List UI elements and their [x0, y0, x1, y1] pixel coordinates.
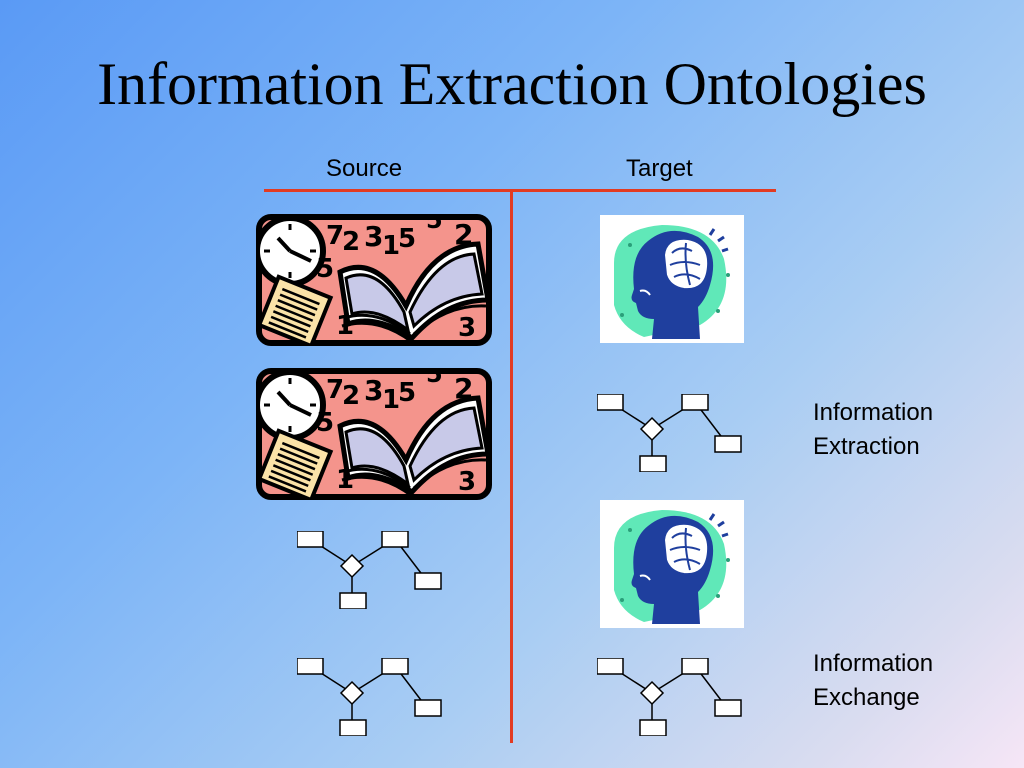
human-head-icon	[600, 500, 744, 628]
source-column-header: Source	[326, 155, 403, 182]
label-line: Exchange	[813, 684, 920, 711]
ontology-diagram-icon	[597, 658, 742, 736]
document-clipart-icon	[256, 368, 492, 500]
human-head-icon	[600, 215, 744, 343]
target-column-header: Target	[626, 155, 693, 182]
column-divider-line	[510, 190, 513, 743]
label-line: Information	[813, 399, 934, 426]
document-clipart-icon	[256, 214, 492, 346]
label-line: Information	[813, 650, 934, 677]
ontology-diagram-icon	[597, 394, 742, 472]
header-divider-line	[264, 189, 776, 192]
information-extraction-label: Information Extraction	[813, 396, 933, 464]
information-exchange-label: Information Exchange	[813, 647, 933, 715]
ontology-diagram-icon	[297, 531, 442, 609]
ontology-diagram-icon	[297, 658, 442, 736]
label-line: Extraction	[813, 433, 920, 460]
slide-title: Information Extraction Ontologies	[97, 51, 927, 117]
